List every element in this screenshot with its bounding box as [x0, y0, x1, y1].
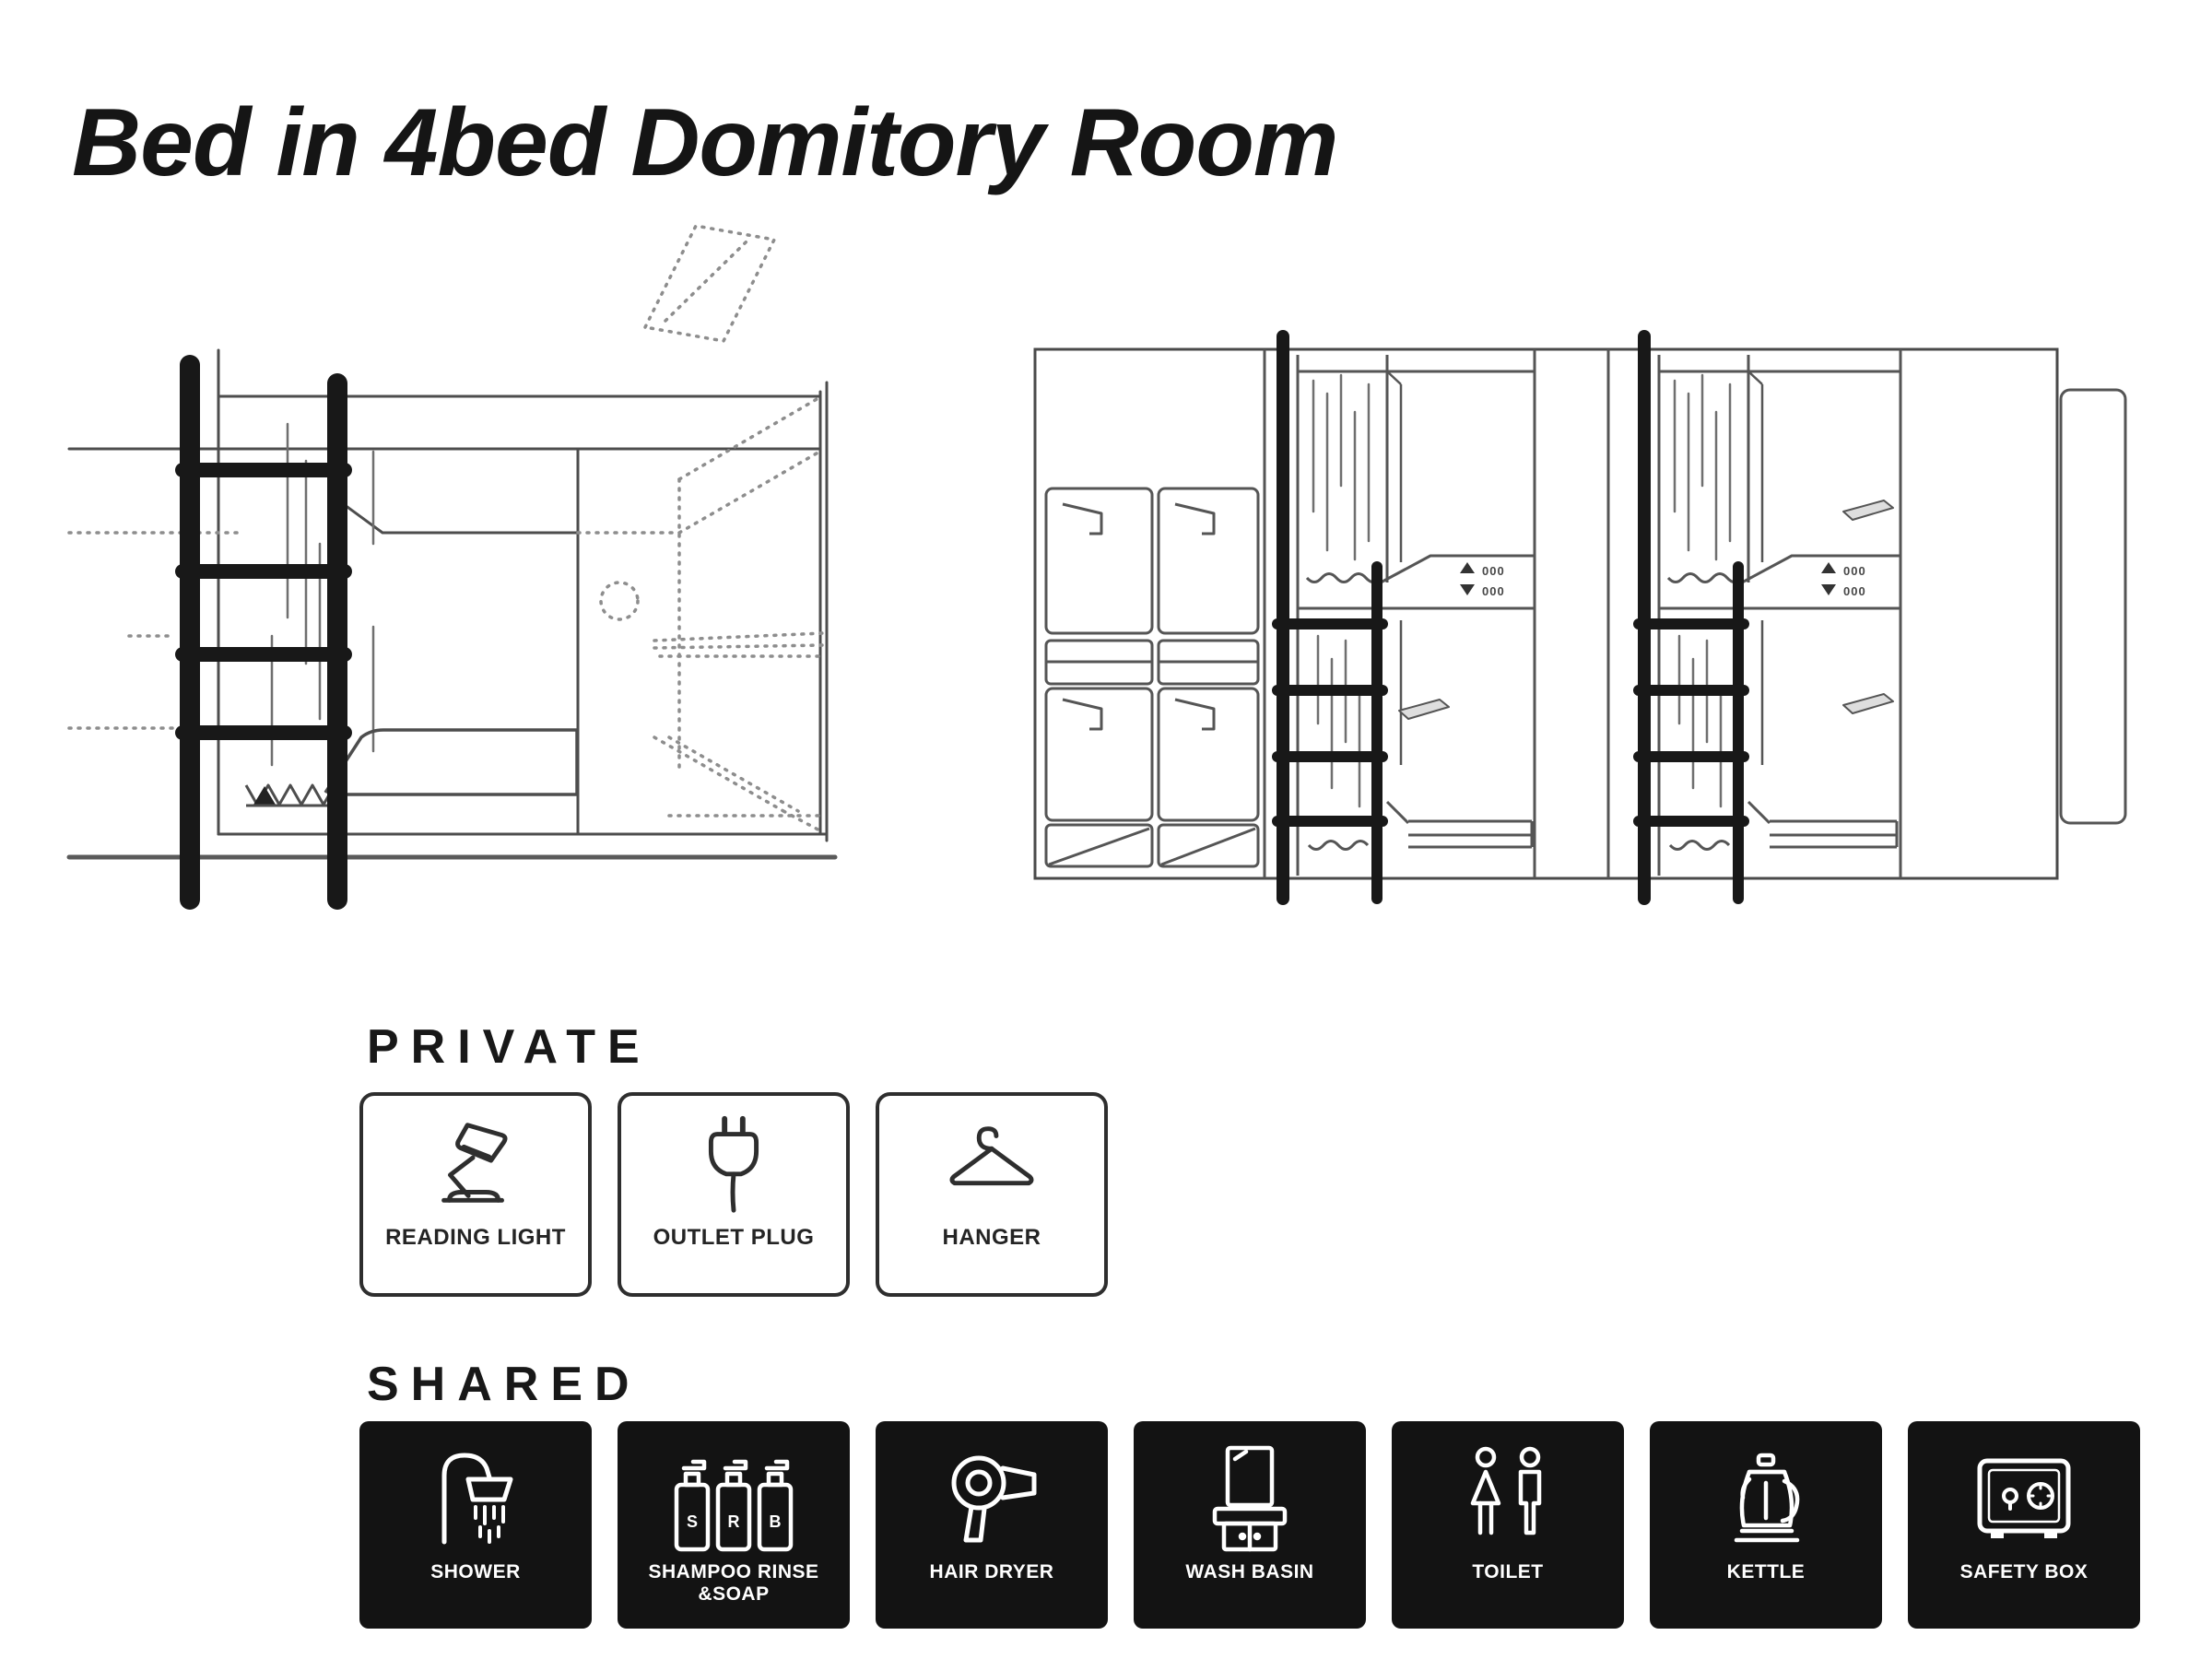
amenity-tile-shower: SHOWER: [359, 1421, 592, 1629]
svg-text:R: R: [728, 1512, 740, 1531]
private-amenity-row: READING LIGHT OUTLET PLUG HANGER: [359, 1092, 1108, 1297]
page-title: Bed in 4bed Domitory Room: [72, 89, 1338, 196]
svg-text:000: 000: [1843, 584, 1866, 598]
bunk-column-a: [1296, 349, 1536, 878]
private-section-heading: PRIVATE: [367, 1020, 652, 1074]
door-panel: [2059, 388, 2127, 825]
safety-box-icon: [1969, 1440, 2079, 1559]
amenity-label: TOILET: [1472, 1561, 1544, 1583]
up-arrow-icon: [1821, 562, 1836, 573]
ladder: [175, 355, 352, 910]
room-outline: [1033, 347, 2059, 880]
svg-text:000: 000: [1482, 564, 1505, 578]
ladder-b: [1633, 330, 1749, 905]
amenity-label: READING LIGHT: [385, 1225, 566, 1250]
amenity-label: HAIR DRYER: [929, 1561, 1054, 1583]
shampoo-rinse-soap-icon: S R B: [669, 1440, 798, 1559]
shared-section-heading: SHARED: [367, 1358, 641, 1411]
hidden-lines: [67, 224, 825, 834]
amenity-label: OUTLET PLUG: [653, 1225, 815, 1250]
bunk-plate-a: 000 000: [1460, 562, 1505, 598]
hanger-icon: [940, 1111, 1043, 1219]
curtain-b: [1673, 373, 1732, 808]
down-arrow-icon: [1821, 584, 1836, 595]
ladder-a: [1272, 330, 1388, 905]
curtain-a: [1312, 373, 1371, 808]
amenity-card-reading-light: READING LIGHT: [359, 1092, 592, 1297]
amenity-label: WASH BASIN: [1185, 1561, 1314, 1583]
dormitory-elevation-drawing: 000 000: [1033, 330, 2127, 905]
bunk-bed-section-drawing: [66, 224, 838, 910]
kettle-icon: [1711, 1440, 1821, 1559]
svg-text:000: 000: [1843, 564, 1866, 578]
bunk-plate-b: 000 000: [1821, 562, 1866, 598]
up-arrow-icon: [1460, 562, 1475, 573]
amenity-card-hanger: HANGER: [876, 1092, 1108, 1297]
down-arrow-icon: [1460, 584, 1475, 595]
amenity-tile-safety-box: SAFETY BOX: [1908, 1421, 2140, 1629]
shared-amenity-row: SHOWER S R: [359, 1421, 2140, 1629]
wash-basin-icon: [1194, 1440, 1305, 1559]
amenity-label: SHAMPOO RINSE &SOAP: [648, 1561, 819, 1606]
shower-icon: [420, 1440, 531, 1559]
amenity-tile-kettle: KETTLE: [1650, 1421, 1882, 1629]
lockers: [1044, 349, 1266, 878]
amenity-tile-shampoo: S R B SHAMPOO RINSE &: [618, 1421, 850, 1629]
svg-text:B: B: [770, 1512, 782, 1531]
amenity-label: SAFETY BOX: [1959, 1561, 2088, 1583]
bunk-column-b: [1657, 349, 1902, 878]
svg-text:000: 000: [1482, 584, 1505, 598]
amenity-tile-wash-basin: WASH BASIN: [1134, 1421, 1366, 1629]
mattress: [244, 728, 579, 807]
amenity-label: KETTLE: [1726, 1561, 1806, 1583]
svg-text:S: S: [687, 1512, 698, 1531]
amenity-label: SHOWER: [430, 1561, 521, 1583]
amenity-tile-toilet: TOILET: [1392, 1421, 1624, 1629]
toilet-icon: [1453, 1440, 1563, 1559]
hair-dryer-icon: [936, 1440, 1047, 1559]
amenity-label: HANGER: [942, 1225, 1041, 1250]
amenity-card-outlet-plug: OUTLET PLUG: [618, 1092, 850, 1297]
outlet-plug-icon: [682, 1111, 785, 1219]
amenity-tile-hair-dryer: HAIR DRYER: [876, 1421, 1108, 1629]
reading-light-icon: [424, 1111, 527, 1219]
